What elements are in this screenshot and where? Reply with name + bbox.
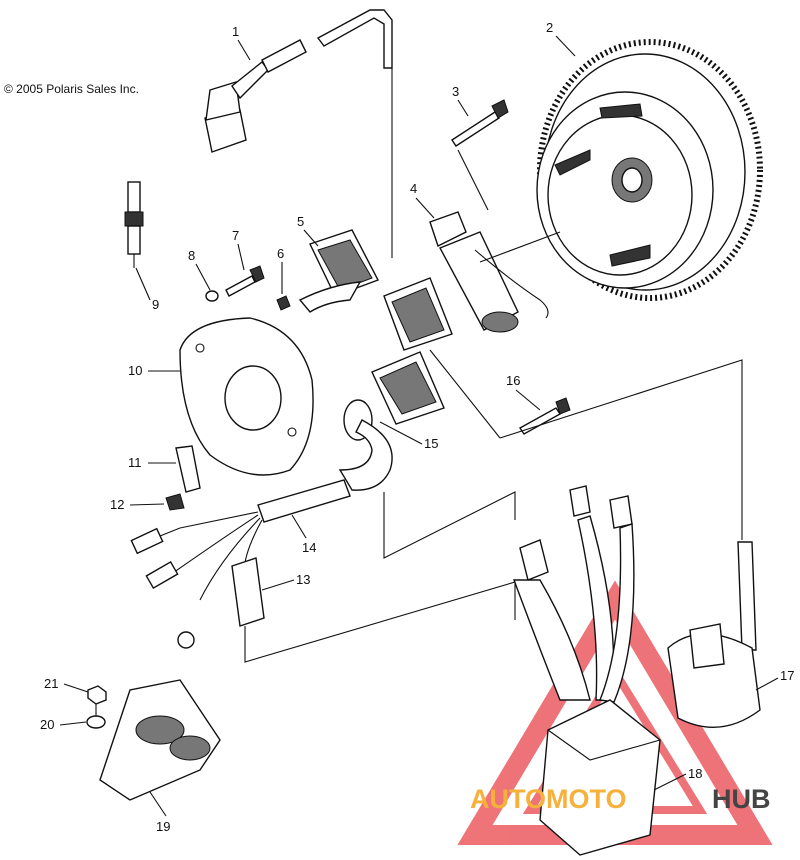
callout-18: 18 (688, 766, 702, 781)
part-15-grommet (338, 399, 393, 491)
callout-2: 2 (546, 20, 553, 35)
part-20-washer (86, 715, 106, 729)
callout-21: 21 (44, 676, 58, 691)
callout-1: 1 (232, 24, 239, 39)
watermark-text: AUTOMOTO HUB (470, 784, 771, 814)
callout-4: 4 (410, 181, 417, 196)
callout-11: 11 (128, 455, 142, 470)
callout-14: 14 (302, 540, 316, 555)
callout-3: 3 (452, 84, 459, 99)
part-3-bolt (451, 99, 509, 147)
part-18-cdi-module (512, 485, 661, 856)
callout-9: 9 (152, 297, 159, 312)
part-6-screw (276, 295, 291, 311)
part-7-screw (225, 265, 265, 297)
part-11-bracket (175, 445, 201, 493)
part-4-pulser-coil (429, 211, 549, 333)
part-5-stator-coils (298, 229, 453, 425)
callout-20: 20 (40, 717, 54, 732)
callout-12: 12 (110, 497, 124, 512)
part-8-washer (205, 290, 219, 302)
callout-19: 19 (156, 819, 170, 834)
callout-labels: 1 2 3 4 5 6 7 8 9 10 11 12 13 14 15 16 1… (40, 20, 794, 834)
part-2-flywheel (536, 39, 763, 301)
part-10-stator-plate (179, 317, 314, 476)
part-21-nut (87, 685, 107, 705)
copyright-text: © 2005 Polaris Sales Inc. (4, 82, 139, 96)
part-9-spark-plug (124, 181, 144, 268)
svg-text:HUB: HUB (712, 784, 771, 814)
callout-6: 6 (277, 246, 284, 261)
callout-10: 10 (128, 363, 142, 378)
callout-7: 7 (232, 228, 239, 243)
callout-8: 8 (188, 248, 195, 263)
callout-17: 17 (780, 668, 794, 683)
callout-15: 15 (424, 436, 438, 451)
callout-16: 16 (506, 373, 520, 388)
part-13-connector (231, 557, 265, 627)
svg-text:AUTOMOTO: AUTOMOTO (470, 784, 627, 814)
part-12-screw (165, 493, 185, 511)
part-19-regulator (99, 679, 221, 801)
callout-5: 5 (297, 214, 304, 229)
connection-lines (95, 68, 743, 716)
part-16-bolt (518, 397, 571, 435)
part-1-spark-plug-cap (204, 9, 393, 153)
part-17-ignition-coil (667, 541, 761, 728)
callout-13: 13 (296, 572, 310, 587)
